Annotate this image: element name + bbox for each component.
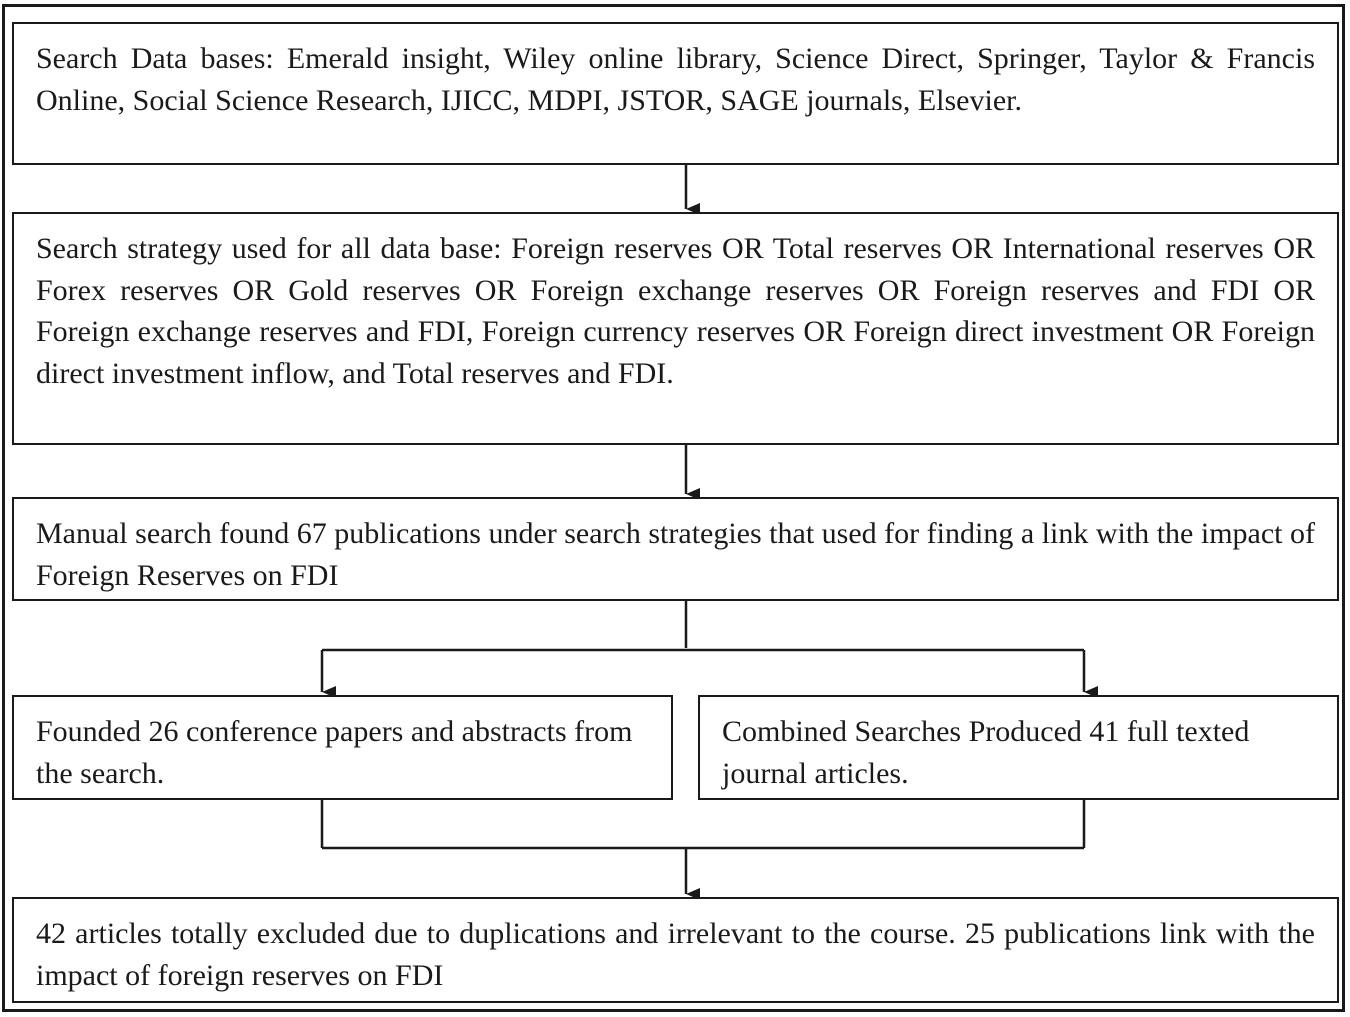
node-search-strategy: Search strategy used for all data base: … xyxy=(12,212,1339,445)
node-excluded-articles: 42 articles totally excluded due to dupl… xyxy=(12,897,1339,1003)
node-conference-papers: Founded 26 conference papers and abstrac… xyxy=(12,695,673,800)
node-journal-articles: Combined Searches Produced 41 full texte… xyxy=(698,695,1339,800)
node-manual-search: Manual search found 67 publications unde… xyxy=(12,497,1339,601)
node-text: 42 articles totally excluded due to dupl… xyxy=(36,917,1315,992)
node-text: Search strategy used for all data base: … xyxy=(36,232,1315,390)
node-text: Search Data bases: Emerald insight, Wile… xyxy=(36,42,1315,117)
node-text: Combined Searches Produced 41 full texte… xyxy=(722,715,1250,790)
node-text: Founded 26 conference papers and abstrac… xyxy=(36,715,633,790)
node-text: Manual search found 67 publications unde… xyxy=(36,517,1315,592)
node-search-databases: Search Data bases: Emerald insight, Wile… xyxy=(12,22,1339,165)
